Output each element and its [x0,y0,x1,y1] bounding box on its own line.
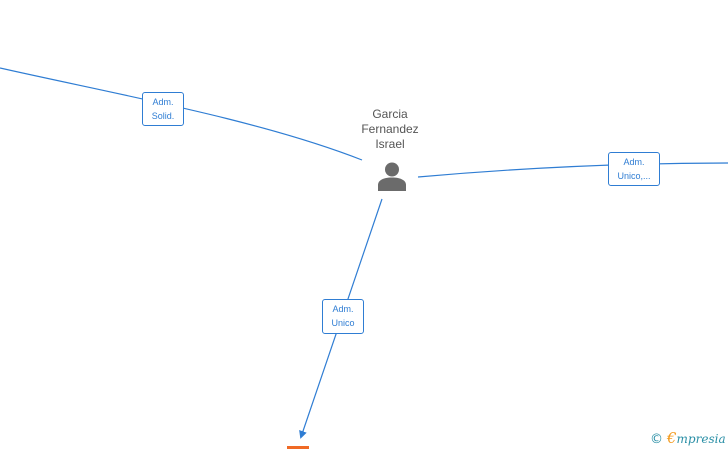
empresia-watermark: © €mpresia [650,429,726,447]
edge-label-line: Unico,... [617,171,651,181]
edge-label-adm-unico-bottom[interactable]: Adm. Unico [322,299,364,334]
edge-right[interactable] [417,162,728,178]
edge-label-line: Adm. [152,97,174,107]
center-node-name[interactable]: Garcia Fernandez Israel [350,107,430,152]
brand-logo-text: mpresia [676,432,726,446]
edge-left[interactable] [0,67,363,161]
center-node-name-line-1: Garcia [372,107,408,121]
edge-label-line: Adm. [623,157,645,167]
edge-label-line: Solid. [151,111,175,121]
edge-label-adm-solid[interactable]: Adm. Solid. [142,92,184,126]
edge-label-line: Adm. [332,304,354,314]
copyright-symbol: © [650,432,663,447]
center-node-name-line-2: Fernandez [361,122,419,136]
brand-logo-initial: € [667,429,677,447]
center-node-name-line-3: Israel [375,137,405,151]
edge-label-line: Unico [331,318,355,328]
company-node-marker[interactable] [287,446,309,449]
edge-label-adm-unico-right[interactable]: Adm. Unico,... [608,152,660,186]
person-icon[interactable] [376,161,408,191]
